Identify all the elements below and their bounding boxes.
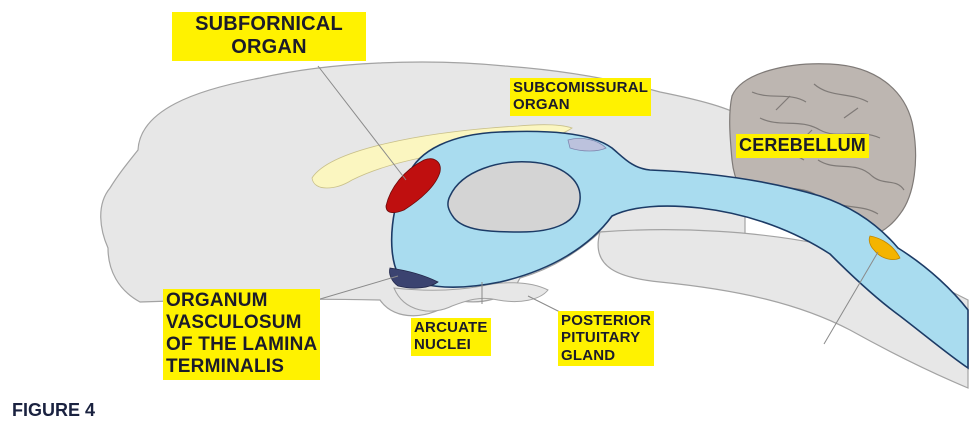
label-line: CEREBELLUM <box>739 135 866 156</box>
label-arcuate-nuclei: ARCUATE NUCLEI <box>411 318 491 356</box>
label-line: NUCLEI <box>414 336 488 353</box>
label-subcomissural-organ: SUBCOMISSURAL ORGAN <box>510 78 651 116</box>
label-cerebellum: CEREBELLUM <box>736 134 869 158</box>
label-line: PITUITARY <box>561 329 651 346</box>
label-line: OF THE LAMINA <box>166 334 317 356</box>
label-line: ORGAN <box>175 36 363 59</box>
label-line: SUBFORNICAL <box>175 13 363 36</box>
figure-caption: FIGURE 4 <box>12 401 95 419</box>
label-line: POSTERIOR <box>561 312 651 329</box>
label-line: VASCULOSUM <box>166 312 317 334</box>
label-subfornical-organ: SUBFORNICAL ORGAN <box>172 12 366 61</box>
label-line: TERMINALIS <box>166 356 317 378</box>
label-line: ARCUATE <box>414 319 488 336</box>
label-line: ORGAN <box>513 96 648 113</box>
label-ovlt: ORGANUM VASCULOSUM OF THE LAMINA TERMINA… <box>163 289 320 380</box>
label-posterior-pituitary-gland: POSTERIOR PITUITARY GLAND <box>558 311 654 366</box>
label-line: SUBCOMISSURAL <box>513 79 648 96</box>
label-line: ORGANUM <box>166 290 317 312</box>
label-line: GLAND <box>561 347 651 364</box>
leader-posterior-pituitary <box>528 296 560 312</box>
